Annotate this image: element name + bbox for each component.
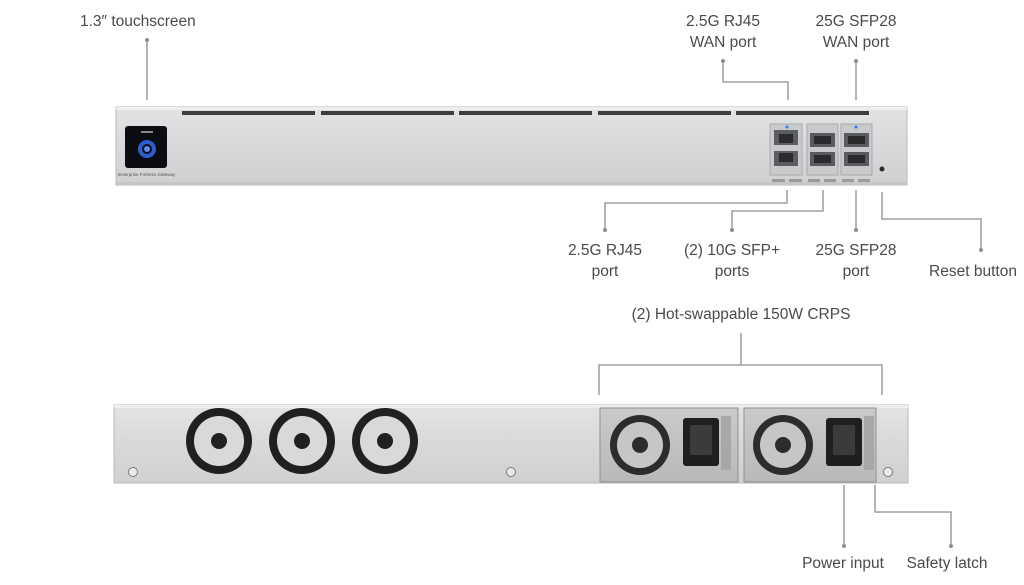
callout-reset: Reset button — [929, 263, 1017, 280]
sfp28-port[interactable] — [844, 152, 869, 166]
callout-rj45-wan: 2.5G RJ45 WAN port — [685, 13, 761, 51]
fan-1 — [186, 408, 252, 474]
front-vents — [182, 111, 869, 115]
callout-touchscreen: 1.3″ touchscreen — [80, 13, 196, 30]
power-input-2[interactable] — [826, 418, 862, 466]
rj45-port-leader — [604, 190, 788, 230]
model-label: Enterprise Fortress Gateway — [118, 172, 176, 177]
rear-callout-lines — [598, 333, 952, 546]
callout-sfp28-port: 25G SFP28 port — [815, 242, 897, 280]
sfp28-block — [840, 123, 873, 182]
psu-1[interactable] — [599, 407, 739, 483]
front-panel: Enterprise Fortress Gateway — [115, 106, 908, 186]
sfp-plus-port-1[interactable] — [810, 133, 835, 147]
fan-2 — [269, 408, 335, 474]
callout-power-input: Power input — [802, 555, 884, 572]
rear-screws — [128, 467, 893, 477]
sfp-plus-port-2[interactable] — [810, 152, 835, 166]
sfp-plus-block — [806, 123, 839, 182]
rj45-wan-leader — [722, 61, 789, 100]
reset-leader — [881, 192, 982, 250]
callout-sfp-plus: (2) 10G SFP+ ports — [683, 242, 781, 280]
power-input-1[interactable] — [683, 418, 719, 466]
rj45-port-block — [769, 123, 803, 182]
fan-3 — [352, 408, 418, 474]
front-callout-dots — [145, 38, 983, 252]
rear-panel — [113, 404, 909, 484]
touchscreen-display[interactable] — [125, 126, 167, 168]
callout-safety-latch: Safety latch — [906, 555, 988, 572]
callout-sfp28-wan: 25G SFP28 WAN port — [815, 13, 897, 51]
crps-bracket — [598, 364, 883, 395]
safety-latch[interactable] — [864, 416, 874, 470]
rj45-wan-port[interactable] — [774, 130, 798, 145]
callout-rj45-port: 2.5G RJ45 port — [567, 242, 643, 280]
psu-2[interactable] — [743, 407, 877, 483]
rj45-port[interactable] — [774, 151, 798, 166]
rear-callout-dots — [842, 544, 953, 548]
sfp28-wan-port[interactable] — [844, 133, 869, 147]
reset-button[interactable] — [879, 166, 885, 172]
front-callout-lines — [146, 40, 982, 250]
callout-crps: (2) Hot-swappable 150W CRPS — [631, 306, 851, 323]
safety-latch-leader — [874, 485, 952, 546]
sfp-plus-leader — [731, 190, 824, 230]
